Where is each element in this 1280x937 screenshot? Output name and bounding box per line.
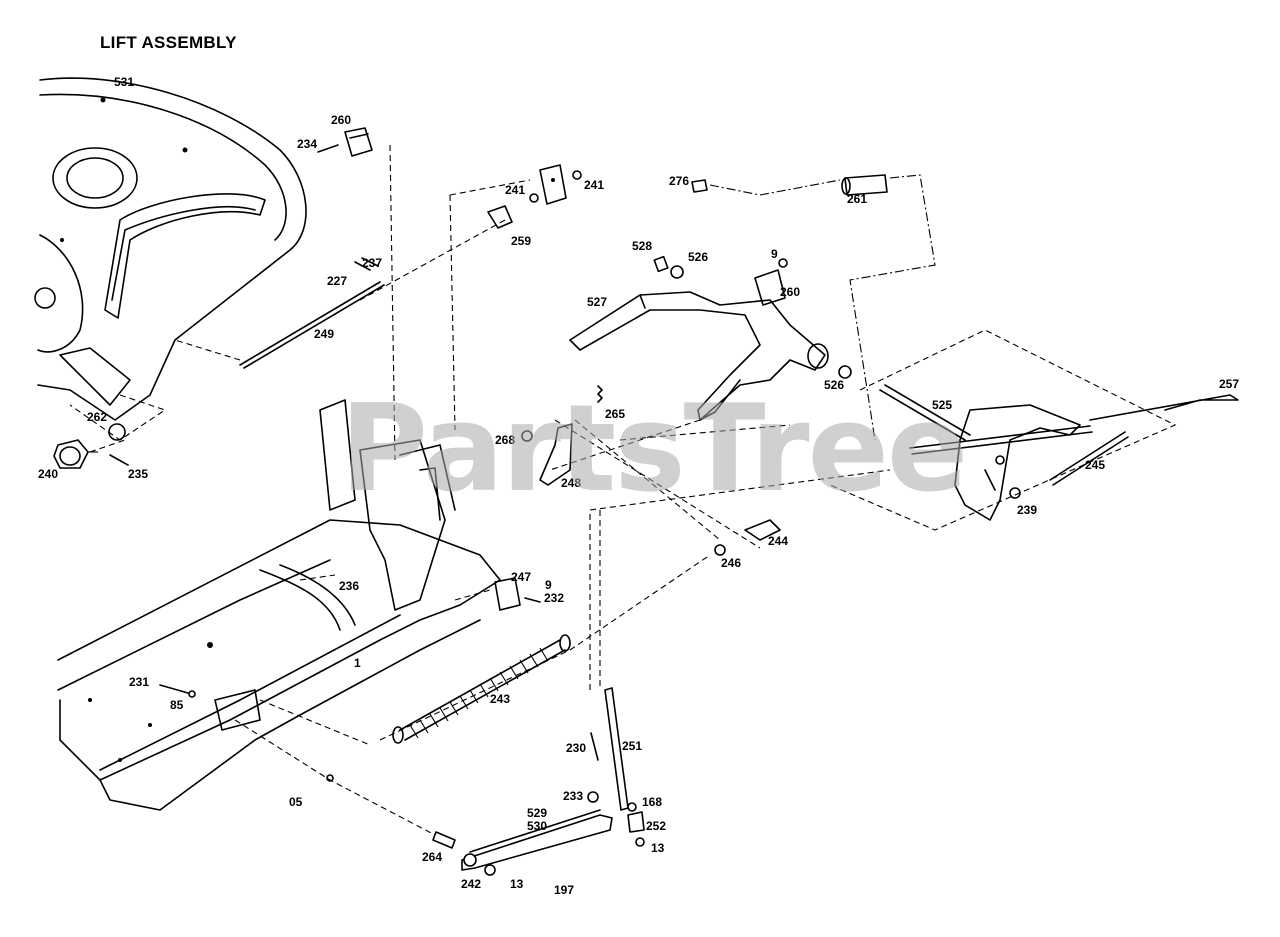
callout-246: 246 bbox=[721, 556, 741, 570]
frame-part bbox=[57, 399, 501, 811]
lever-part bbox=[521, 385, 603, 486]
pin-part bbox=[691, 174, 888, 196]
callout-276: 276 bbox=[669, 174, 689, 188]
callout-262: 262 bbox=[87, 410, 107, 424]
callout-530: 530 bbox=[527, 819, 547, 833]
callout-259: 259 bbox=[511, 234, 531, 248]
callout-labels: 531 260 234 241 241 259 237 227 249 276 … bbox=[38, 75, 1239, 897]
callout-241-left: 241 bbox=[505, 183, 525, 197]
callout-529: 529 bbox=[527, 806, 547, 820]
knob-part bbox=[53, 439, 129, 469]
link-part bbox=[714, 519, 781, 556]
callout-243: 243 bbox=[490, 692, 510, 706]
callout-85: 85 bbox=[170, 698, 184, 712]
callout-235: 235 bbox=[128, 467, 148, 481]
callout-9-mid: 9 bbox=[545, 578, 552, 592]
callout-260-top: 260 bbox=[331, 113, 351, 127]
callout-197: 197 bbox=[554, 883, 574, 897]
diagram-title: LIFT ASSEMBLY bbox=[100, 33, 237, 52]
spring-bracket-part bbox=[494, 577, 541, 611]
spring-part bbox=[392, 634, 571, 744]
callout-531: 531 bbox=[114, 75, 134, 89]
callout-244: 244 bbox=[768, 534, 788, 548]
callout-245: 245 bbox=[1085, 458, 1105, 472]
bracket-part bbox=[239, 164, 582, 369]
callout-230: 230 bbox=[566, 741, 586, 755]
callout-239: 239 bbox=[1017, 503, 1037, 517]
callout-9-top: 9 bbox=[771, 247, 778, 261]
callout-265: 265 bbox=[605, 407, 625, 421]
lift-rod-part bbox=[587, 687, 645, 847]
callout-248: 248 bbox=[561, 476, 581, 490]
callout-525: 525 bbox=[932, 398, 952, 412]
callout-1: 1 bbox=[354, 656, 361, 670]
callout-231: 231 bbox=[129, 675, 149, 689]
hood-fender-part bbox=[34, 77, 307, 441]
callout-237: 237 bbox=[362, 256, 382, 270]
callout-240: 240 bbox=[38, 467, 58, 481]
leader-lines bbox=[69, 144, 1177, 836]
callout-251: 251 bbox=[622, 739, 642, 753]
lift-handle-part bbox=[879, 384, 1239, 521]
callout-227: 227 bbox=[327, 274, 347, 288]
callout-234: 234 bbox=[297, 137, 317, 151]
callout-257: 257 bbox=[1219, 377, 1239, 391]
lift-lever-part bbox=[326, 774, 613, 876]
callout-05: 05 bbox=[289, 795, 303, 809]
callout-527: 527 bbox=[587, 295, 607, 309]
callout-260-shaft: 260 bbox=[780, 285, 800, 299]
callout-528: 528 bbox=[632, 239, 652, 253]
callout-526-right: 526 bbox=[824, 378, 844, 392]
callout-252: 252 bbox=[646, 819, 666, 833]
callout-241-right: 241 bbox=[584, 178, 604, 192]
callout-242: 242 bbox=[461, 877, 481, 891]
callout-264: 264 bbox=[422, 850, 442, 864]
callout-268: 268 bbox=[495, 433, 515, 447]
clip-part bbox=[317, 127, 373, 157]
callout-232: 232 bbox=[544, 591, 564, 605]
callout-13-bottom: 13 bbox=[510, 877, 524, 891]
callout-168: 168 bbox=[642, 795, 662, 809]
callout-526-top: 526 bbox=[688, 250, 708, 264]
callout-236: 236 bbox=[339, 579, 359, 593]
lift-shaft-part bbox=[569, 255, 852, 421]
callout-247: 247 bbox=[511, 570, 531, 584]
callout-249: 249 bbox=[314, 327, 334, 341]
callout-261: 261 bbox=[847, 192, 867, 206]
callout-233: 233 bbox=[563, 789, 583, 803]
callout-13-right: 13 bbox=[651, 841, 665, 855]
